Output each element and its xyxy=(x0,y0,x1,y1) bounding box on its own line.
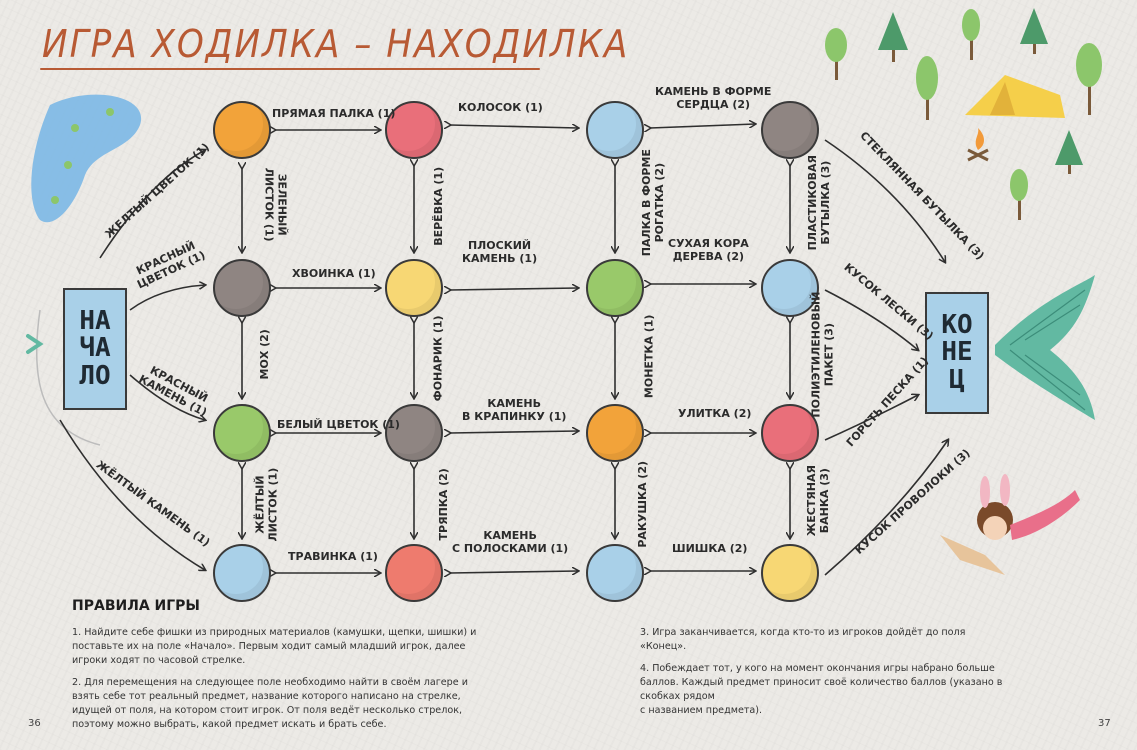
fir-tree-icon xyxy=(1055,130,1083,174)
start-label-line-1: НА xyxy=(79,306,111,337)
title-underline xyxy=(40,68,540,70)
page-number-left: 36 xyxy=(28,718,41,729)
rule-3: 3. Игра заканчивается, когда кто-то из и… xyxy=(640,627,966,652)
label-h-r4-2: КАМЕНЬ С ПОЛОСКАМИ (1) xyxy=(452,529,569,555)
page-title: ИГРА ХОДИЛКА – НАХОДИЛКА xyxy=(42,22,630,66)
label-v-c4-2: ПОЛИЭТИЛЕНОВЫЙ ПАКЕТ (3) xyxy=(809,291,835,418)
label-h-r2-2: ПЛОСКИЙ КАМЕНЬ (1) xyxy=(462,239,538,265)
node-c2r2[interactable] xyxy=(385,259,443,317)
tree-icon xyxy=(825,28,847,80)
node-c3r3[interactable] xyxy=(586,404,644,462)
node-c4r2[interactable] xyxy=(761,259,819,317)
tree-icon xyxy=(1010,169,1028,220)
node-c3r2[interactable] xyxy=(586,259,644,317)
camp-illustration xyxy=(825,8,1102,220)
start-label-line-2: ЧА xyxy=(79,333,111,364)
label-h-r3-1: БЕЛЫЙ ЦВЕТОК (1) xyxy=(277,418,400,431)
campfire-icon xyxy=(967,128,989,162)
label-h-r1-2: КОЛОСОК (1) xyxy=(458,101,543,114)
node-c4r1[interactable] xyxy=(761,101,819,159)
fir-tree-icon xyxy=(878,12,908,62)
node-c1r4[interactable] xyxy=(213,544,271,602)
label-h-r2-3: СУХАЯ КОРА ДЕРЕВА (2) xyxy=(668,237,749,263)
tent-icon xyxy=(965,75,1065,118)
girl-reading-illustration xyxy=(940,474,1080,575)
start-curve xyxy=(35,309,101,446)
arrow-end-r4 xyxy=(824,440,948,576)
label-v-c2-2: ФОНАРИК (1) xyxy=(431,315,445,402)
rule-1: 1. Найдите себе фишки из природных матер… xyxy=(72,627,477,666)
label-h-r4-1: ТРАВИНКА (1) xyxy=(288,550,378,563)
arrow-h-r1-3 xyxy=(650,124,755,128)
arrow-start-r2 xyxy=(129,285,205,311)
arrow-start-r3 xyxy=(129,374,205,420)
tree-icon xyxy=(962,9,980,60)
arrow-h-r3-2 xyxy=(450,431,578,433)
label-h-r3-2: КАМЕНЬ В КРАПИНКУ (1) xyxy=(462,397,567,423)
node-c2r1[interactable] xyxy=(385,101,443,159)
fir-tree-icon xyxy=(1020,8,1048,54)
label-h-r4-3: ШИШКА (2) xyxy=(672,542,748,555)
start-field[interactable]: НА ЧА ЛО xyxy=(63,288,127,410)
node-c4r4[interactable] xyxy=(761,544,819,602)
node-c3r4[interactable] xyxy=(586,544,644,602)
start-label-line-3: ЛО xyxy=(79,360,111,391)
arrow-h-r2-2 xyxy=(450,288,578,290)
rule-4: 4. Побеждает тот, у кого на момент оконч… xyxy=(640,663,1003,716)
board-arrows xyxy=(59,124,948,576)
label-v-c3-2: МОНЕТКА (1) xyxy=(642,314,656,399)
label-h-r3-3: УЛИТКА (2) xyxy=(678,407,752,420)
arrow-end-r2 xyxy=(824,289,918,350)
rules-heading: ПРАВИЛА ИГРЫ xyxy=(72,598,200,614)
pond-illustration xyxy=(31,94,142,223)
arrow-start-r4 xyxy=(59,419,205,570)
fish-tail-illustration xyxy=(995,275,1095,420)
end-label-line-2: НЕ xyxy=(941,337,973,368)
arrow-h-r1-2 xyxy=(450,125,578,128)
label-v-c1-3: ЖЁЛТЫЙ ЛИСТОК (1) xyxy=(253,467,279,542)
label-v-c3-3: РАКУШКА (2) xyxy=(636,460,650,548)
rule-2: 2. Для перемещения на следующее поле нео… xyxy=(72,677,468,730)
label-h-r1-3: КАМЕНЬ В ФОРМЕ СЕРДЦА (2) xyxy=(655,85,772,111)
label-v-c1-1: ЗЕЛЕНЫЙ ЛИСТОК (1) xyxy=(262,167,289,242)
node-c1r2[interactable] xyxy=(213,259,271,317)
end-label-line-1: КО xyxy=(941,310,973,341)
node-c3r1[interactable] xyxy=(586,101,644,159)
arrow-end-r1 xyxy=(824,139,945,262)
page-number-right: 37 xyxy=(1098,718,1111,729)
label-v-c1-2: МОХ (2) xyxy=(257,329,271,380)
label-v-c3-1: ПАЛКА В ФОРМЕ РОГАТКА (2) xyxy=(639,149,666,257)
label-v-c2-3: ТРЯПКА (2) xyxy=(436,468,450,541)
tree-icon xyxy=(1076,43,1102,115)
node-c1r3[interactable] xyxy=(213,404,271,462)
node-c1r1[interactable] xyxy=(213,101,271,159)
label-v-c4-1: ПЛАСТИКОВАЯ БУТЫЛКА (3) xyxy=(806,154,832,251)
label-v-c4-3: ЖЕСТЯНАЯ БАНКА (3) xyxy=(804,465,831,537)
label-h-r1-1: ПРЯМАЯ ПАЛКА (1) xyxy=(272,107,396,120)
end-label-line-3: Ц xyxy=(949,364,965,395)
node-c2r3[interactable] xyxy=(385,404,443,462)
label-h-r2-1: ХВОИНКА (1) xyxy=(292,267,376,280)
node-c2r4[interactable] xyxy=(385,544,443,602)
tree-icon xyxy=(916,56,938,120)
arrow-end-r3 xyxy=(824,395,918,441)
arrow-start-r1 xyxy=(99,150,205,259)
node-c4r3[interactable] xyxy=(761,404,819,462)
start-arrow-icon xyxy=(26,334,44,354)
end-field[interactable]: КО НЕ Ц xyxy=(925,292,989,414)
arrow-h-r4-2 xyxy=(450,571,578,573)
label-v-c2-1: ВЕРЁВКА (1) xyxy=(432,166,446,246)
